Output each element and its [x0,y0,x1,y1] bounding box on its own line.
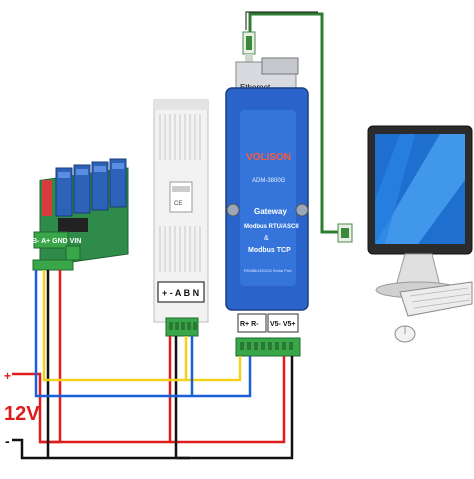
gateway-model: ADM-3800G [252,178,286,184]
power-supply-label: + 12V - [4,369,40,449]
relay-1 [55,167,73,217]
sensor-pin-label: + - A B N [162,288,199,298]
relay-pin-label: B- A+ GND VIN [32,238,81,245]
gateway-left-terminal-label: R+ R- [240,321,259,328]
relay-module: B- A+ GND VIN [32,158,129,271]
power-voltage-label: 12V [4,403,40,425]
gateway-line-1: Gateway [254,207,287,216]
sensor-module: CE + - A B N [153,99,209,337]
mouse-icon [394,325,416,343]
relay-4 [109,158,127,208]
wire-blue [34,270,252,398]
power-plus-label: + [4,369,11,383]
gateway-right-terminal-label: V5- V5+ [270,321,296,328]
computer-monitor-icon [367,125,473,299]
ethernet-cable [242,11,353,243]
relay-2 [73,164,91,214]
gateway-device: Ethernet VOLISON ADM-3800G Gateway Modbu… [225,57,309,357]
keyboard-icon [399,281,473,317]
wire-yellow [42,270,242,382]
gateway-line-3: & [264,235,269,242]
gateway-line-2: Modbus RTU/ASCII [244,224,299,230]
gateway-line-4: Modbus TCP [248,247,291,254]
relay-3 [91,161,109,211]
gateway-subtitle: RS485/422/232 Serial Port [244,268,292,273]
wire-black [12,438,190,460]
gateway-brand: VOLISON [246,152,291,163]
power-minus-label: - [5,433,10,449]
sensor-sticker-text: CE [174,201,182,207]
wiring [12,270,294,460]
